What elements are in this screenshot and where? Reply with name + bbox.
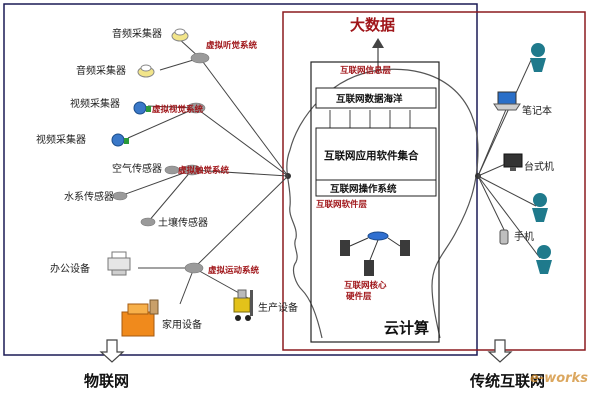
junction-nodes [112,52,210,274]
video-camera-icon [111,133,129,147]
phone-icon [499,229,509,245]
hardware-line: 互联网核心 [344,280,387,291]
user-icon [532,193,548,222]
data-ocean-box [315,87,437,109]
iot-label: 物联网 [84,372,129,390]
audio-collector-icon [137,64,155,78]
down-arrow-icon [487,339,513,363]
home-appliance-icon [121,299,159,337]
video-camera-icon [133,101,151,115]
sensor-label: 水系传感器 [64,190,114,203]
sensor-label: 空气传感器 [112,162,162,175]
internet-links [477,57,541,259]
sensor-label: 生产设备 [258,301,298,314]
down-arrow-icon [99,339,125,363]
sensor-label: 音频采集器 [112,27,162,40]
sensor-label: 视频采集器 [70,97,120,110]
hardware-line: 硬件层 [346,291,372,302]
app-set-box [315,127,437,181]
forklift-icon [233,289,253,321]
info-layer-label: 互联网信息层 [340,65,392,76]
sensor-label: 办公设备 [50,262,90,275]
sensor-label: 土壤传感器 [158,216,208,229]
hardware-layer-label: 互联网核心 硬件层 [344,280,389,302]
user-icon [530,43,546,72]
system-label: 虚拟运动系统 [208,265,260,276]
watermark-logo: e-works [530,371,588,386]
big-data-label: 大数据 [350,16,395,34]
sensor-label: 视频采集器 [36,133,86,146]
printer-icon [107,251,131,276]
iot-frame [3,3,478,356]
device-label: 台式机 [524,160,554,173]
up-arrow-icon [372,38,384,48]
user-icon [536,245,552,274]
device-label: 笔记本 [522,104,552,117]
os-box [315,179,437,197]
internet-label: 传统互联网 [469,372,545,390]
audio-collector-icon [171,28,189,42]
system-label: 虚拟听觉系统 [206,40,258,51]
hardware-links [349,237,401,261]
os-label: 互联网操作系统 [330,183,397,195]
sensor-label: 家用设备 [162,318,202,331]
router-icon [367,231,389,241]
layer-arrows [329,110,411,128]
head-silhouette [286,68,479,339]
laptop-icon [493,91,521,111]
desktop-icon [503,153,523,171]
system-label: 虚拟视觉系统 [152,104,204,115]
cloud-computing-label: 云计算 [384,319,429,337]
device-label: 手机 [514,230,534,243]
cloud-stack-frame [310,61,440,343]
server-icon [340,240,410,276]
sensor-label: 音频采集器 [76,64,126,77]
data-ocean-label: 互联网数据海洋 [336,93,403,105]
software-layer-label: 互联网软件层 [316,199,368,210]
system-label: 虚拟触觉系统 [178,165,230,176]
app-set-label: 互联网应用软件集合 [324,149,419,162]
